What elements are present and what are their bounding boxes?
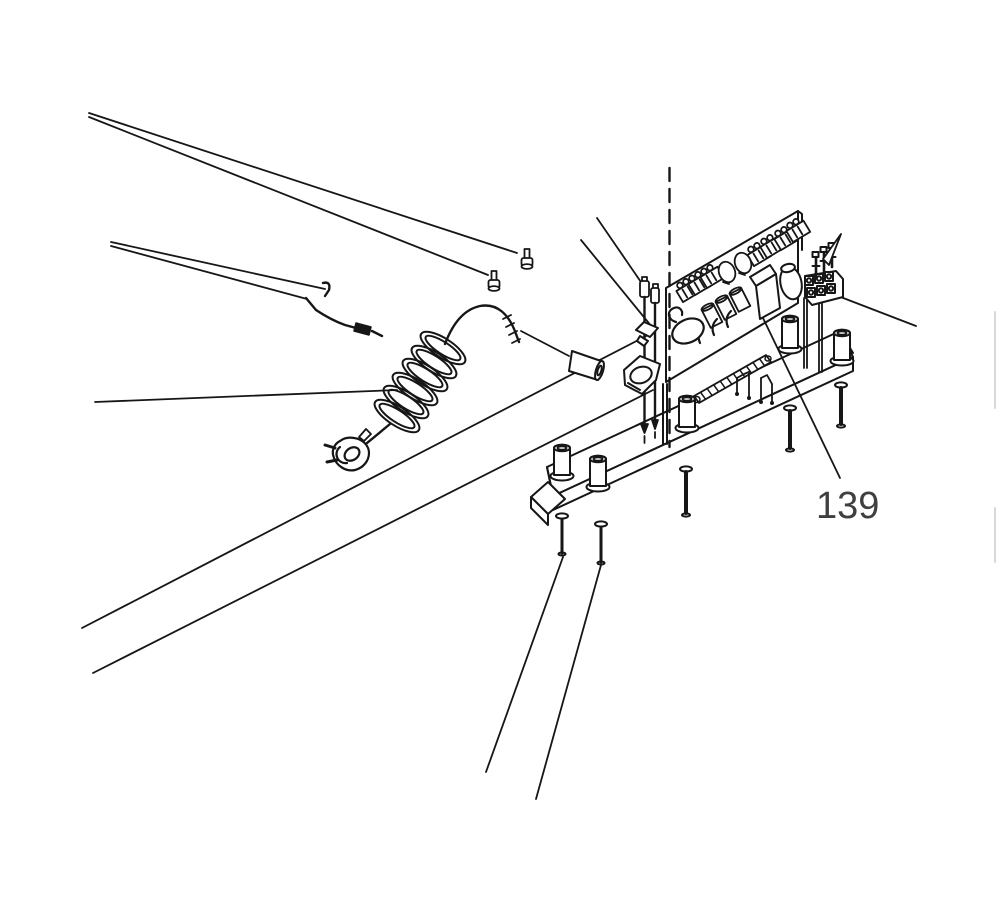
lead-wire <box>667 306 684 324</box>
leader-line <box>81 334 649 629</box>
capacitor-cylinder <box>714 294 738 321</box>
leader-line <box>88 116 489 276</box>
cap-screw <box>520 248 534 270</box>
cap-screws <box>487 248 534 292</box>
standoff <box>549 443 575 482</box>
callout-139: 139 <box>816 485 879 527</box>
clamp-hardware <box>623 276 661 444</box>
leader-line <box>580 239 653 328</box>
leader-line <box>485 556 564 773</box>
terminal-cells <box>804 271 836 298</box>
machine-screw <box>679 465 693 518</box>
capacitor-cylinder <box>700 302 724 329</box>
leader-line <box>110 245 308 300</box>
standoff <box>829 328 855 367</box>
component-pins <box>735 371 774 405</box>
callout-leader-line <box>762 317 841 479</box>
plug-prong <box>323 443 337 450</box>
coil-oval <box>671 317 705 345</box>
board-thickness-edge <box>797 210 803 251</box>
leader-line <box>520 330 570 357</box>
lead-wire <box>725 309 733 329</box>
power-plug <box>323 428 372 472</box>
machine-screw <box>594 520 608 566</box>
terminal-block-assembly <box>803 233 917 373</box>
lead-wire <box>711 317 719 337</box>
leader-line <box>94 389 398 403</box>
cord-arc <box>443 304 521 346</box>
leader-line <box>88 112 518 254</box>
standoff <box>777 314 803 355</box>
cap-screw <box>487 270 501 292</box>
capacitor-cylinder <box>728 286 752 313</box>
wire-hook <box>321 281 331 298</box>
strain-relief-ticks <box>502 314 521 344</box>
relay-box <box>749 264 781 320</box>
leader-line <box>837 295 917 327</box>
machine-screw <box>555 512 569 557</box>
spade-terminal <box>353 322 372 336</box>
cable-clamp-large <box>623 355 661 395</box>
board-components <box>667 218 812 345</box>
leader-line <box>535 564 602 800</box>
pointer-wedge <box>822 233 842 266</box>
leader-lines <box>81 112 654 674</box>
cord-segment <box>365 422 392 445</box>
ground-wire <box>304 281 384 338</box>
cord-connector <box>568 350 605 381</box>
machine-screw <box>834 381 848 429</box>
leader-line <box>92 389 654 674</box>
standoff <box>674 394 700 434</box>
large-capacitor <box>779 262 803 301</box>
relay-socket <box>773 226 800 252</box>
heater-strip <box>692 354 772 404</box>
plug-prong <box>325 458 339 464</box>
leader-line <box>596 217 644 286</box>
power-cord-assembly <box>323 304 605 472</box>
capacitor-oval <box>733 251 753 275</box>
standoff <box>585 454 611 493</box>
plate-end-ear-front <box>530 496 549 526</box>
machine-screw <box>783 404 797 453</box>
capacitor-oval <box>717 260 737 284</box>
leader-line <box>110 241 326 290</box>
coiled-cord <box>373 330 467 434</box>
standoffs <box>549 314 855 493</box>
cord-collar <box>358 428 372 442</box>
relay-socket <box>785 218 812 244</box>
plate-screws <box>485 381 848 800</box>
cable-clamp-small <box>635 321 659 347</box>
